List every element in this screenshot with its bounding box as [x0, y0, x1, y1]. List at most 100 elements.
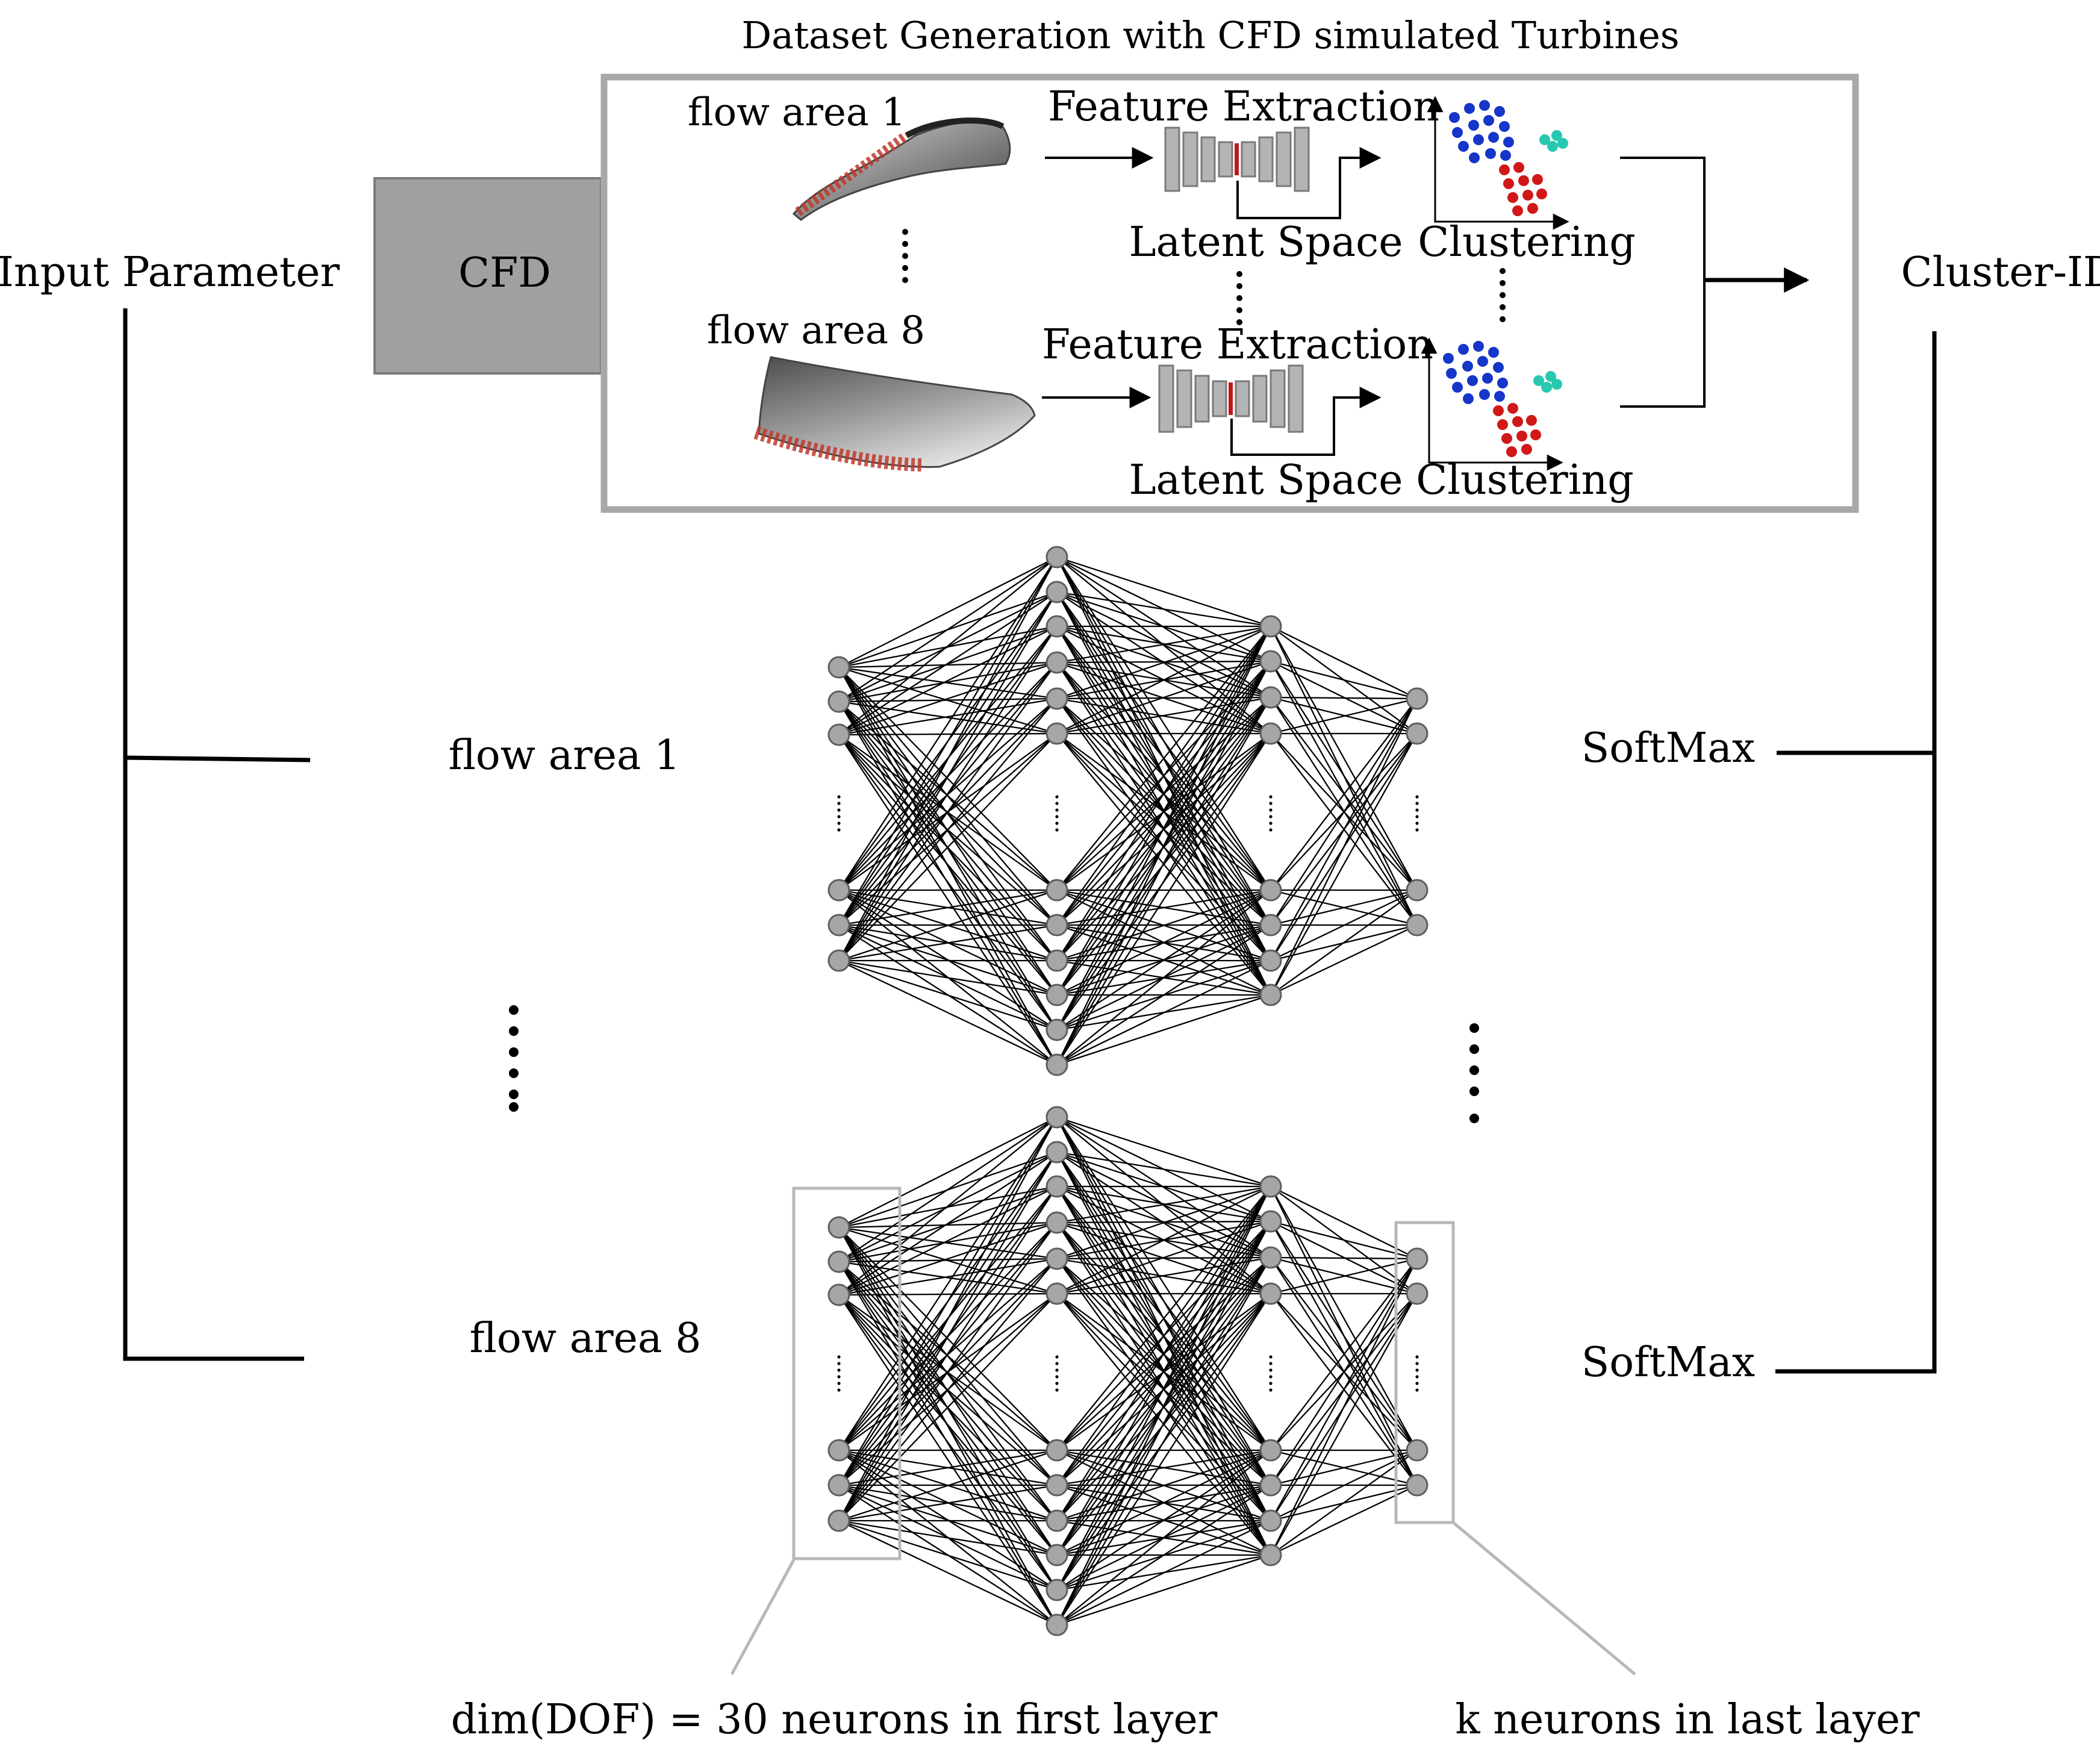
- connection-line: [838, 591, 1058, 735]
- connection-line: [838, 1294, 1058, 1556]
- connection-line: [1270, 1256, 1418, 1260]
- neuron: [1406, 1247, 1429, 1270]
- connection-line: [1056, 626, 1271, 926]
- cluster-id-label: Cluster-ID: [1901, 249, 2100, 296]
- connection-line: [838, 1117, 1058, 1486]
- connection-line: [838, 661, 1058, 669]
- layer-ellipsis-dot: [1415, 815, 1419, 818]
- layer-ellipsis-dot: [1415, 795, 1419, 799]
- neuron: [1045, 984, 1068, 1006]
- layer-ellipsis-dot: [837, 1382, 841, 1385]
- neuron: [1045, 1439, 1068, 1462]
- neuron: [1045, 687, 1068, 710]
- neuron: [1045, 1141, 1068, 1164]
- connection-line: [1056, 626, 1271, 961]
- pipeline-row-flow-area-8: flow area 8 Feature Extraction Latent Sp…: [707, 308, 1634, 504]
- network-neurons: [827, 546, 1429, 1076]
- connection-line: [1056, 1256, 1271, 1295]
- neuron: [827, 1439, 850, 1462]
- pipeline-clustering-label: Clustering: [1418, 219, 1636, 266]
- layer-ellipsis-dot: [1415, 1368, 1419, 1372]
- connection-line: [838, 889, 1058, 962]
- neuron: [827, 949, 850, 972]
- connection-line: [1056, 625, 1271, 700]
- connection-line: [838, 889, 1058, 926]
- layer-ellipsis-dot: [837, 802, 841, 805]
- connection-line: [838, 1221, 1058, 1263]
- connection-line: [838, 697, 1058, 736]
- connection-line: [1056, 889, 1271, 996]
- connection-line: [838, 959, 1058, 1066]
- connection-line: [1270, 698, 1418, 996]
- layer-ellipsis-dot: [837, 1362, 841, 1365]
- last-layer-callout-line: [1452, 1521, 1636, 1676]
- connection-line: [1056, 556, 1271, 891]
- neuron: [1406, 722, 1429, 745]
- connection-line: [1056, 591, 1271, 891]
- neuron: [1259, 914, 1282, 937]
- layer-ellipsis-dot: [837, 1368, 841, 1372]
- neuron: [1406, 1439, 1429, 1462]
- layer-ellipsis-dot: [1415, 1382, 1419, 1385]
- neuron: [827, 1216, 850, 1239]
- layer-ellipsis-dot: [1055, 1355, 1059, 1359]
- connection-line: [1056, 733, 1271, 1065]
- connection-line: [838, 661, 1058, 736]
- connection-line: [838, 1261, 1058, 1451]
- connection-line: [1056, 625, 1271, 735]
- neuron: [1045, 1247, 1068, 1270]
- layer-ellipsis-dot: [837, 808, 841, 812]
- layer-ellipsis-dot: [1269, 802, 1273, 805]
- pipeline-feature-label: Feature Extraction: [1042, 321, 1433, 369]
- connection-line: [838, 734, 1058, 996]
- connection-line: [1270, 1449, 1418, 1486]
- connection-line: [838, 959, 1058, 996]
- connection-line: [838, 1222, 1058, 1521]
- connection-line: [838, 1258, 1058, 1296]
- connection-line: [838, 556, 1058, 961]
- neuron: [1406, 687, 1429, 710]
- neuron: [1406, 914, 1429, 937]
- cfd-label: CFD: [458, 249, 551, 297]
- connection-line: [838, 1151, 1058, 1263]
- connection-line: [838, 625, 1058, 736]
- connection-line: [1270, 661, 1418, 891]
- connection-line: [838, 1117, 1058, 1262]
- connection-line: [838, 1261, 1058, 1295]
- connection-line: [838, 1261, 1058, 1486]
- connection-line: [838, 1152, 1058, 1295]
- pipeline-latent-label: Latent Space: [1129, 457, 1403, 504]
- connection-line: [1270, 1258, 1418, 1556]
- connection-line: [838, 556, 1058, 669]
- connection-line: [1056, 1449, 1271, 1556]
- connection-line: [1056, 890, 1271, 1065]
- layer-ellipsis-dot: [1055, 802, 1059, 805]
- pipeline-feature-label: Feature Extraction: [1048, 83, 1439, 131]
- neuron: [1259, 1282, 1282, 1305]
- last-layer-highlight: [1394, 1221, 1455, 1524]
- connection-line: [1270, 889, 1418, 926]
- connection-line: [838, 591, 1058, 961]
- neuron: [1259, 615, 1282, 638]
- connection-line: [1056, 626, 1271, 891]
- network-neurons: [827, 1106, 1429, 1636]
- layer-ellipsis-dot: [1415, 828, 1419, 832]
- output-spine-line: [1775, 331, 1937, 1374]
- connection-line: [838, 1117, 1058, 1521]
- pipeline-clustering-label: Clustering: [1416, 457, 1634, 504]
- cfd-box: [373, 177, 602, 375]
- connection-line: [1056, 1151, 1271, 1188]
- layer-ellipsis-dot: [837, 815, 841, 818]
- connection-line: [1270, 1258, 1418, 1295]
- layer-ellipsis-dot: [1415, 821, 1419, 825]
- connection-line: [1270, 1258, 1418, 1451]
- layer-ellipsis-dot: [1055, 795, 1059, 799]
- connection-line: [838, 1449, 1058, 1486]
- neural-network-8: [827, 1106, 1429, 1636]
- neuron: [1259, 1474, 1282, 1497]
- neuron: [1045, 651, 1068, 674]
- connection-line: [838, 626, 1058, 961]
- pipeline-flow-label: flow area 8: [707, 308, 925, 353]
- connection-line: [1056, 1185, 1271, 1260]
